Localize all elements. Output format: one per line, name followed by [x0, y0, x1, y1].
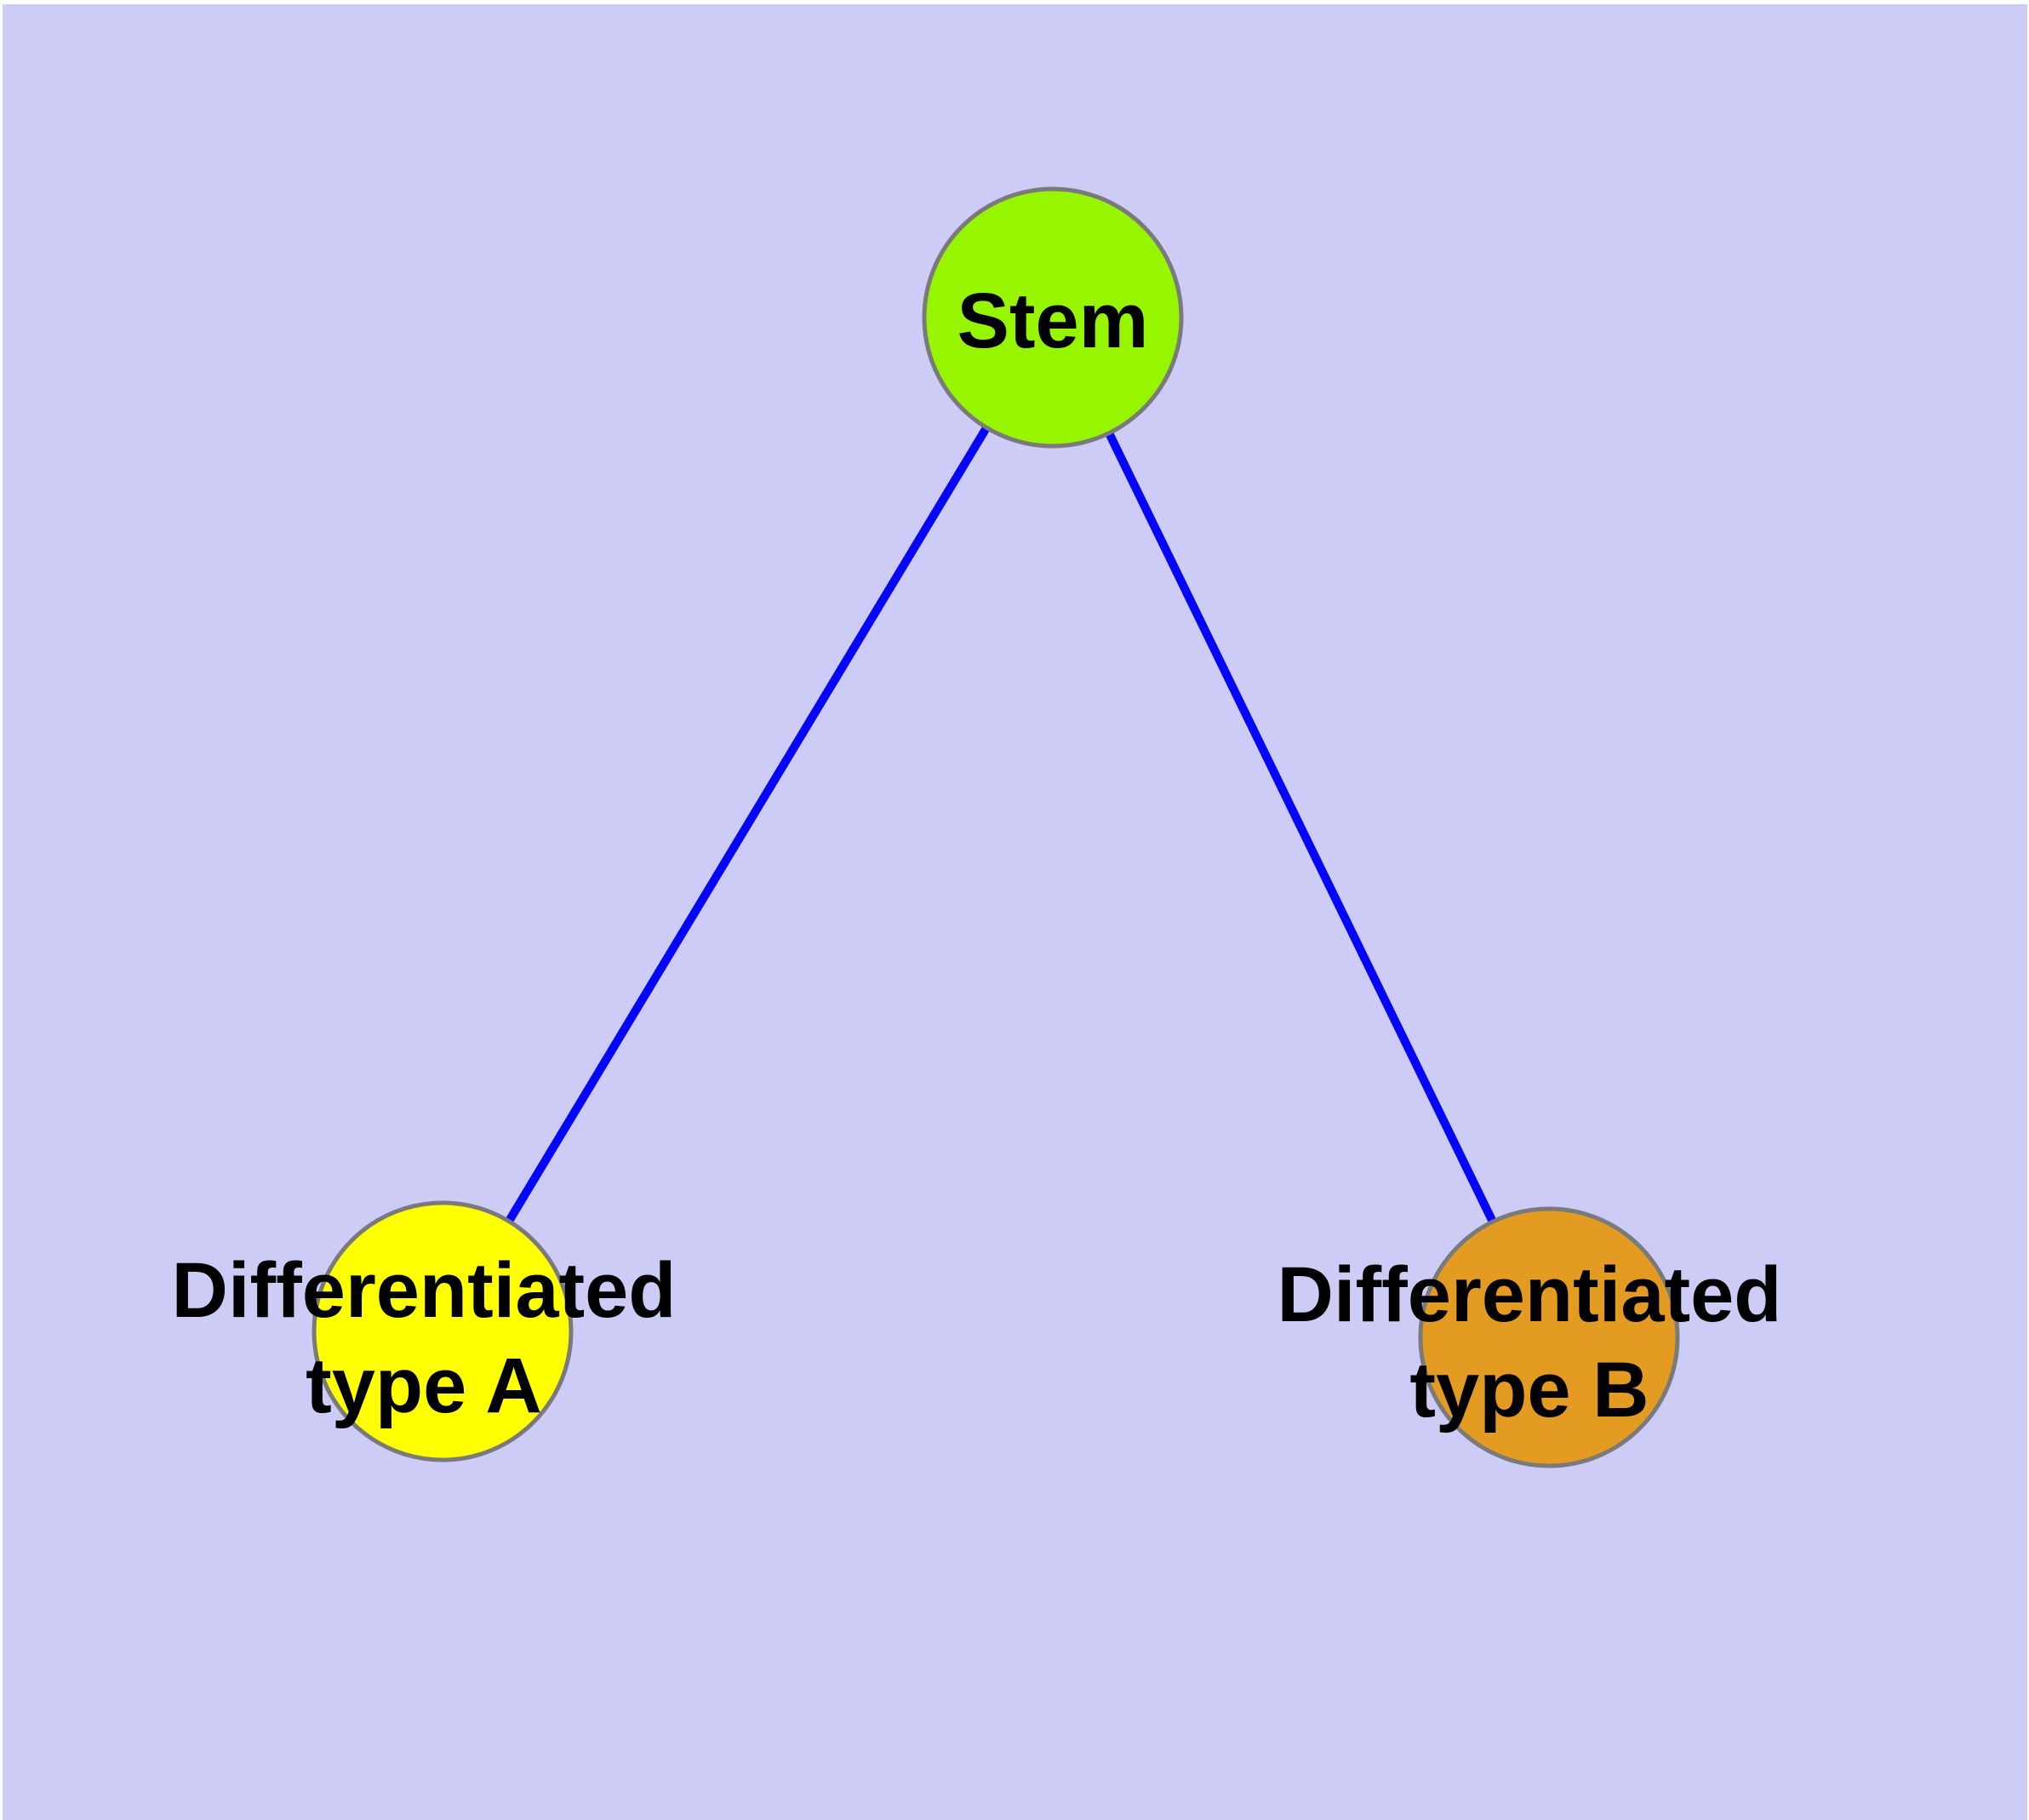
node-differentiated-type-b: [1418, 1206, 1680, 1468]
node-label-differentiated-type-b: Differentiated type B: [1277, 1247, 1782, 1438]
edge-stem-to-type-a: [438, 315, 1057, 1334]
label-line-1: Differentiated: [171, 1247, 677, 1334]
graph-svg: [311, 186, 1680, 1468]
label-line-1: Differentiated: [1277, 1251, 1782, 1338]
label-line-2: type B: [1409, 1347, 1649, 1434]
node-stem: [922, 186, 1184, 449]
node-label-stem: Stem: [957, 278, 1149, 364]
edge-stem-to-type-b: [1049, 315, 1553, 1340]
diagram-canvas: Stem Differentiated type A Differentiate…: [3, 4, 2027, 1820]
node-label-differentiated-type-a: Differentiated type A: [172, 1243, 677, 1434]
node-differentiated-type-a: [311, 1200, 574, 1462]
label-line-2: type A: [306, 1342, 542, 1429]
